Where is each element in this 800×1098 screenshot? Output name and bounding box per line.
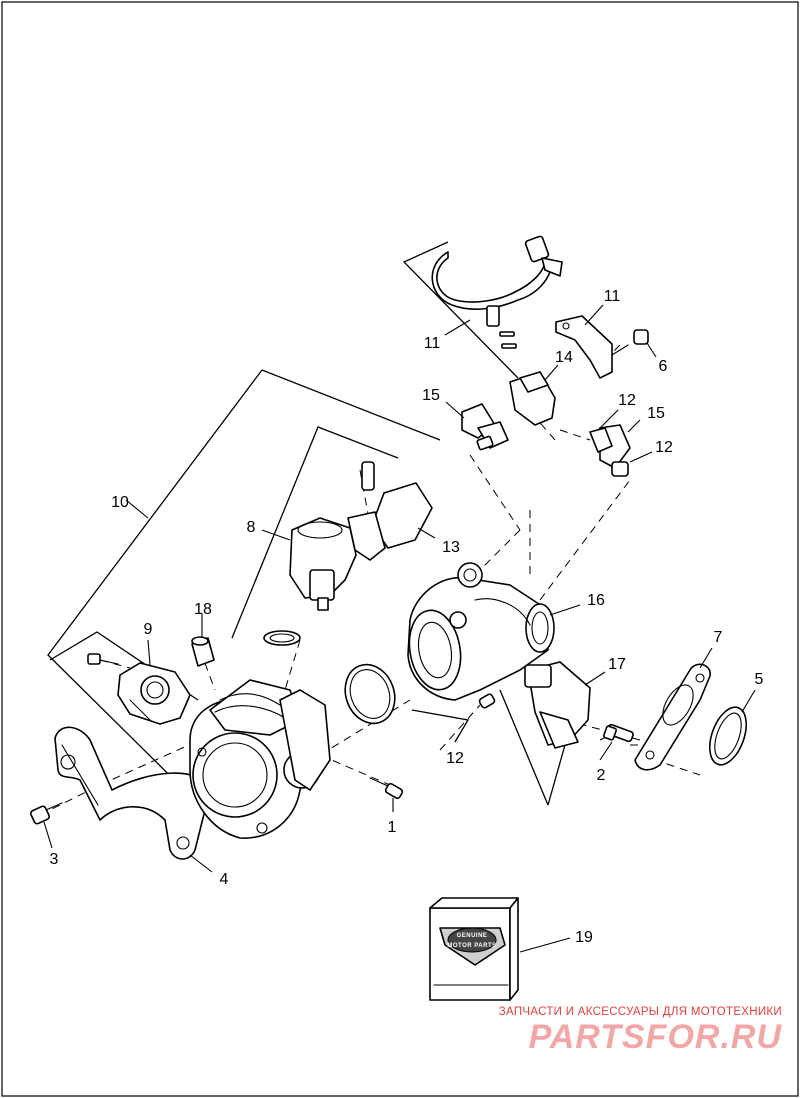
throttle-position-sensor: [87, 653, 191, 725]
callout-18: 18: [194, 601, 212, 618]
map-sensor: [524, 661, 591, 749]
callout-8: 8: [247, 519, 256, 536]
screw-12-lower: [478, 693, 496, 709]
callout-2: 2: [597, 767, 606, 784]
callout-12-right: 12: [655, 439, 673, 456]
package-label-top: GENUINE: [457, 933, 488, 939]
callout-12-upper: 12: [618, 392, 636, 409]
watermark-logo: PARTSFOR.RU: [529, 1018, 783, 1056]
callout-11-bracket: 11: [604, 288, 621, 305]
callout-12-lower: 12: [446, 750, 464, 767]
idle-air-control: [263, 517, 357, 646]
fuel-hose: [431, 235, 563, 349]
watermark-caption: ЗАПЧАСТИ И АКСЕССУАРЫ ДЛЯ МОТОТЕХНИКИ: [499, 1006, 782, 1018]
callout-1: 1: [388, 819, 397, 836]
leader-lines: [43, 304, 756, 953]
screw-2: [603, 723, 634, 743]
callout-4: 4: [220, 871, 229, 888]
callout-6: 6: [659, 358, 668, 375]
o-ring-gasket: [344, 663, 396, 725]
callout-11-hose: 11: [424, 335, 441, 352]
callout-labels: 1 2 3 4 5 6 7 8 9 10 11 11 12 12 12 13 1…: [50, 288, 764, 946]
watermark: ЗАПЧАСТИ И АКСЕССУАРЫ ДЛЯ МОТОТЕХНИКИ PA…: [499, 1006, 783, 1056]
fuel-injector-right: [589, 424, 631, 477]
fuel-bracket: [555, 315, 613, 379]
callout-7: 7: [714, 629, 723, 646]
callout-3: 3: [50, 851, 59, 868]
screw-6: [611, 329, 649, 356]
callout-5: 5: [755, 671, 764, 688]
callout-15-left: 15: [422, 387, 440, 404]
callout-16: 16: [587, 592, 605, 609]
gasket-plate: [634, 663, 711, 771]
intake-manifold: [407, 562, 555, 701]
callout-17: 17: [608, 656, 626, 673]
callout-14: 14: [555, 349, 573, 366]
iac-connector: [347, 461, 433, 561]
genuine-parts-package: GENUINE MOTOR PARTS: [429, 897, 519, 1001]
screw-1: [369, 777, 404, 800]
package-label-bottom: MOTOR PARTS: [447, 943, 496, 949]
callout-9: 9: [144, 621, 153, 638]
mount-bracket: [54, 726, 211, 860]
throttle-body: [189, 679, 331, 839]
cap-18: [191, 636, 215, 667]
callout-10: 10: [111, 494, 129, 511]
callout-15-right: 15: [647, 405, 665, 422]
callout-19: 19: [575, 929, 593, 946]
screw-3: [29, 802, 63, 825]
callout-13: 13: [442, 539, 460, 556]
seal-ring: [708, 706, 748, 766]
fuel-injector-left: [461, 403, 509, 451]
fuel-rail: [509, 371, 556, 426]
